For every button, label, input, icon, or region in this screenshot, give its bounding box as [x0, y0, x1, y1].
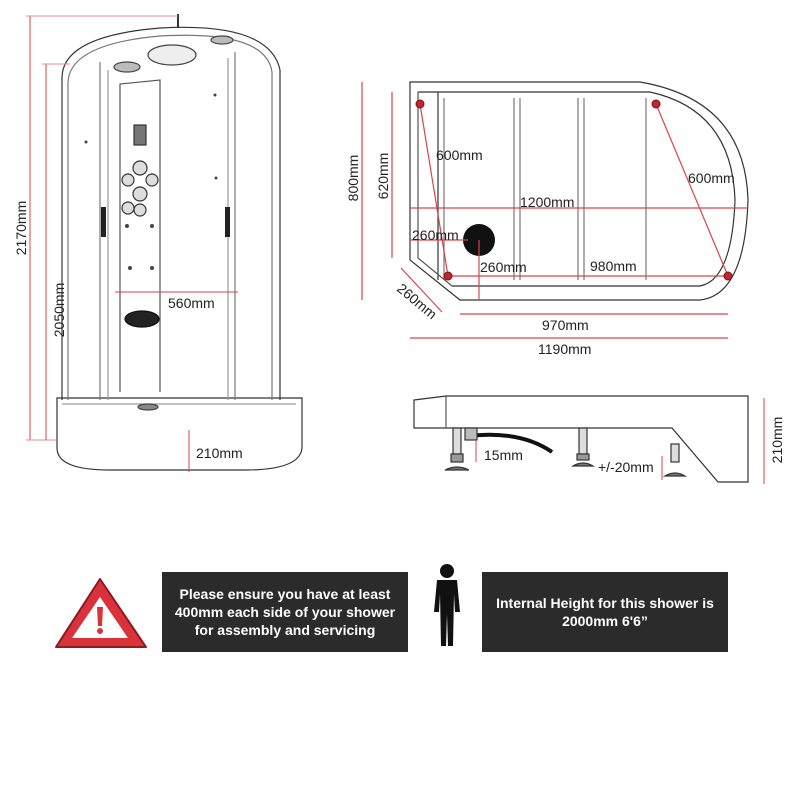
tray-legs	[444, 427, 688, 477]
plan-left-diagonal-label: 600mm	[436, 147, 483, 163]
plan-inner-depth-label: 620mm	[375, 153, 391, 200]
plan-outline	[409, 81, 749, 301]
plan-width-label: 1200mm	[520, 194, 574, 210]
front-door-height-label: 2050mm	[51, 283, 67, 337]
plan-chamfer-label: 260mm	[394, 280, 440, 322]
enclosure-frame	[61, 26, 281, 400]
shower-tray	[56, 397, 303, 471]
front-dimension-lines	[26, 15, 238, 472]
clearance-notice: Please ensure you have at least 400mm ea…	[162, 572, 408, 652]
plan-waste-x-label: 260mm	[412, 227, 459, 243]
shower-seat	[124, 310, 160, 328]
roof-light	[113, 61, 141, 73]
waste-pipe	[467, 432, 554, 454]
plan-panel-width-label: 980mm	[590, 258, 637, 274]
plan-corner-markers	[415, 99, 733, 281]
waste-outlet	[137, 403, 159, 411]
front-total-height-label: 2170mm	[13, 201, 29, 255]
plan-total-width-label: 1190mm	[538, 341, 591, 357]
front-view	[56, 14, 303, 471]
tray-side-profile	[413, 395, 749, 483]
roof-speaker	[210, 35, 234, 45]
side-tray-height-label: 210mm	[769, 417, 785, 464]
plan-right-diagonal-label: 600mm	[688, 170, 735, 186]
plan-waste-y-label: 260mm	[480, 259, 527, 275]
waste-height-label: 15mm	[484, 447, 523, 463]
leg-adjust-label: +/-20mm	[598, 459, 654, 475]
internal-height-notice: Internal Height for this shower is 2000m…	[482, 572, 728, 652]
rain-shower-head	[147, 44, 197, 66]
front-tray-height-label: 210mm	[196, 445, 243, 461]
side-view	[413, 395, 749, 483]
shower-column	[119, 79, 161, 392]
side-dimension-lines	[475, 398, 765, 484]
warning-icon	[55, 578, 147, 648]
plan-view	[409, 81, 749, 301]
plan-base-width-label: 970mm	[542, 317, 589, 333]
body-jets	[121, 160, 159, 217]
plan-depth-label: 800mm	[345, 155, 361, 202]
person-icon	[434, 564, 460, 646]
door-handle-left	[101, 207, 106, 237]
door-handle-right	[225, 207, 230, 237]
door-width-label: 560mm	[168, 295, 215, 311]
control-panel	[133, 124, 147, 146]
plan-dimension-lines	[361, 82, 748, 339]
